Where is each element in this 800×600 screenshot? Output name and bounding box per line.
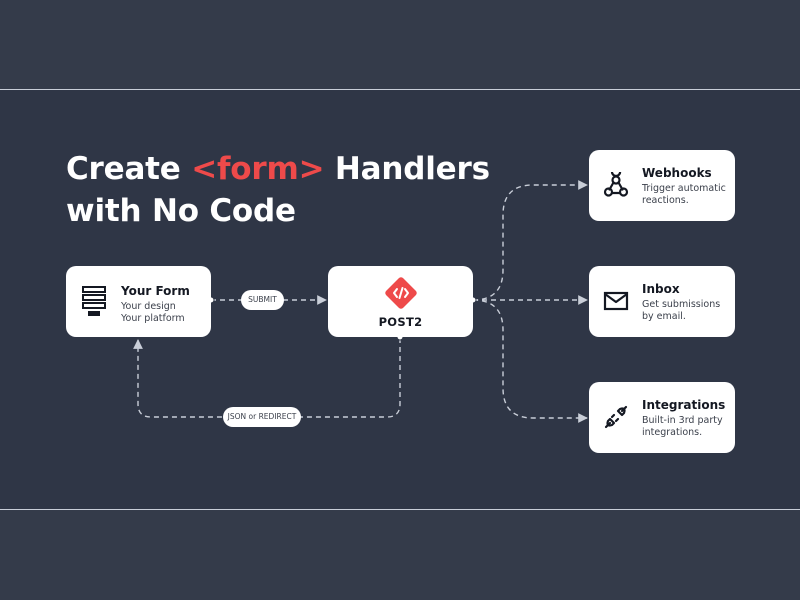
bottom-divider [0, 509, 800, 510]
envelope-icon [603, 291, 629, 311]
edge-post2-to-webhooks [472, 180, 588, 301]
edge-post2-to-integrations [472, 299, 588, 423]
integrations-description: Built-in 3rd party integrations. [642, 415, 723, 438]
json-redirect-label: JSON or REDIRECT [223, 407, 301, 427]
plug-icon [604, 405, 628, 429]
integrations-card: Integrations Built-in 3rd party integrat… [589, 382, 735, 453]
form-stack-icon [82, 286, 106, 316]
edge-post2-to-form [133, 338, 401, 418]
inbox-description: Get submissions by email. [642, 299, 721, 322]
webhooks-card: Webhooks Trigger automatic reactions. [589, 150, 735, 221]
your-form-description: Your design Your platform [121, 301, 185, 324]
webhook-icon [603, 172, 629, 197]
post2-card: POST2 [328, 266, 473, 337]
integrations-title: Integrations [642, 398, 726, 412]
title-prefix: Create [66, 151, 192, 187]
inbox-title: Inbox [642, 282, 680, 296]
webhooks-title: Webhooks [642, 166, 712, 180]
title-accent: <form> [191, 151, 325, 187]
post2-logo-icon [385, 277, 417, 309]
inbox-card: Inbox Get submissions by email. [589, 266, 735, 337]
your-form-title: Your Form [121, 284, 190, 298]
your-form-card: Your Form Your design Your platform [66, 266, 211, 337]
post2-title: POST2 [378, 315, 423, 329]
top-divider [0, 89, 800, 90]
title-suffix: Handlers [324, 151, 490, 187]
submit-label: SUBMIT [241, 290, 284, 310]
page-title: Create <form> Handlers with No Code [66, 148, 490, 232]
title-line-2: with No Code [66, 193, 296, 229]
webhooks-description: Trigger automatic reactions. [642, 183, 726, 206]
